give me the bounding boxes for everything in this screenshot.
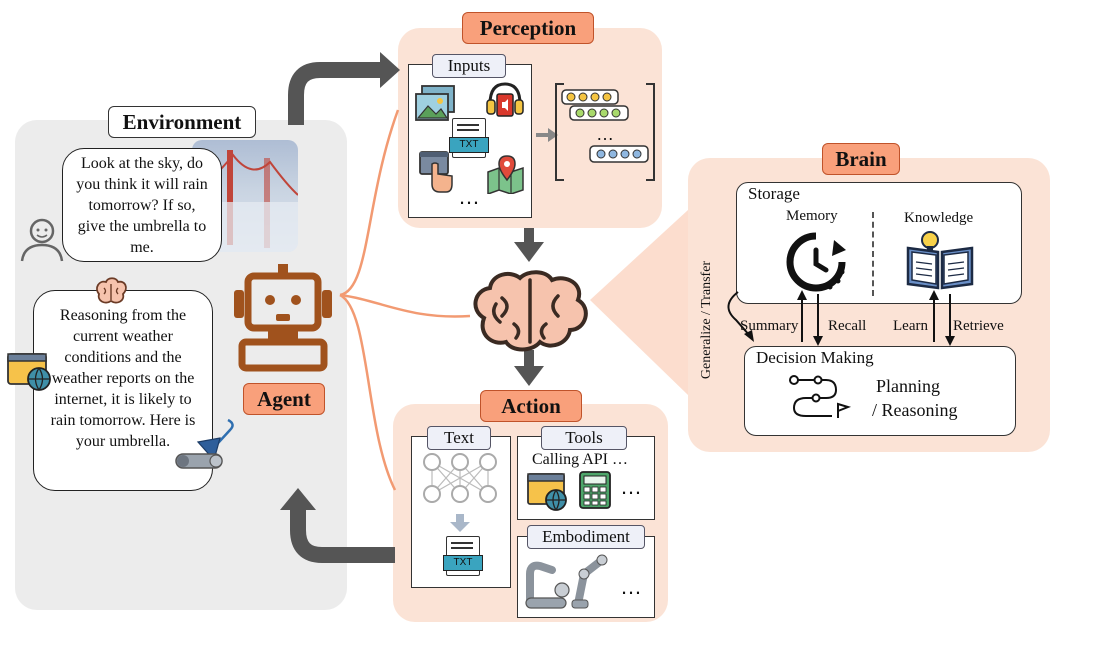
robot-arms-icon [525, 554, 608, 609]
txt-output-badge: TXT [443, 555, 483, 571]
vectors-ellipsis: … [596, 124, 614, 144]
txt-output-icon: TXT [443, 536, 483, 576]
browser-globe-icon [527, 473, 567, 511]
calculator-icon [579, 471, 611, 509]
inputs-to-vectors-arrow [536, 128, 558, 142]
small-brain-icon [96, 277, 127, 304]
tools-label: Tools [541, 426, 627, 450]
user-speech-bubble: Look at the sky, do you think it will ra… [62, 148, 222, 262]
text-label: Text [427, 426, 491, 450]
image-icon [415, 85, 455, 121]
memory-clock-icon [786, 232, 846, 292]
action-to-env-arrow [290, 508, 395, 563]
decision-making-label: Decision Making [756, 348, 874, 367]
storage-divider [872, 212, 874, 296]
env-to-perception-arrow [288, 62, 382, 125]
brain-title: Brain [822, 143, 900, 175]
map-location-icon [487, 155, 524, 194]
touch-screen-icon [419, 151, 453, 193]
agent-to-brain-line [339, 293, 471, 318]
umbrella-robot-hand-icon [175, 418, 234, 469]
inputs-label: Inputs [432, 54, 506, 78]
network-to-text-arrow [450, 514, 470, 532]
user-icon [20, 218, 64, 262]
learn-label: Learn [893, 318, 928, 334]
env-to-perception-arrowhead [380, 52, 400, 88]
summary-label: Summary [740, 318, 799, 334]
agent-to-perception-line [339, 109, 400, 297]
generalize-transfer-label: Generalize / Transfer [699, 260, 714, 380]
perception-to-brain-arrowhead [514, 242, 544, 262]
planning-path-icon [789, 375, 852, 418]
neural-network-icon [423, 453, 497, 503]
web-globe-icon [7, 353, 51, 391]
storage-decision-arrows [727, 290, 955, 346]
embodiment-label: Embodiment [527, 525, 645, 549]
decision-making-box [744, 346, 1016, 436]
environment-title: Environment [108, 106, 256, 138]
agent-to-action-line [339, 293, 397, 491]
action-to-env-arrowhead [280, 488, 316, 510]
inputs-ellipsis: … [458, 184, 482, 209]
brain-to-action-arrowhead [514, 366, 544, 386]
perception-title: Perception [462, 12, 594, 44]
knowledge-label: Knowledge [904, 210, 974, 226]
brain-beam [590, 210, 688, 395]
storage-label: Storage [748, 184, 800, 203]
txt-badge: TXT [449, 137, 489, 153]
brain-to-action-arrow [524, 350, 534, 368]
embodiment-ellipsis: … [620, 574, 642, 599]
agent-title: Agent [243, 383, 325, 415]
agent-robot-icon [234, 264, 332, 372]
knowledge-book-icon [906, 231, 974, 290]
txt-file-icon: TXT [449, 118, 489, 158]
agent-reply: Reasoning from the current weather condi… [50, 307, 196, 450]
storage-box [736, 182, 1022, 304]
perception-to-brain-arrow [524, 228, 534, 244]
user-message: Look at the sky, do you think it will ra… [76, 155, 208, 256]
calling-api-label: Calling API … [532, 451, 629, 468]
embedding-vectors-icon [555, 83, 655, 181]
retrieve-label: Retrieve [953, 318, 1004, 334]
reasoning-label: / Reasoning [872, 400, 958, 420]
recall-label: Recall [828, 318, 867, 334]
central-brain-icon [473, 270, 588, 352]
memory-label: Memory [786, 208, 838, 224]
audio-headphone-icon [486, 82, 524, 117]
tools-ellipsis: … [620, 474, 642, 499]
planning-label: Planning [876, 376, 941, 396]
action-title: Action [480, 390, 582, 422]
